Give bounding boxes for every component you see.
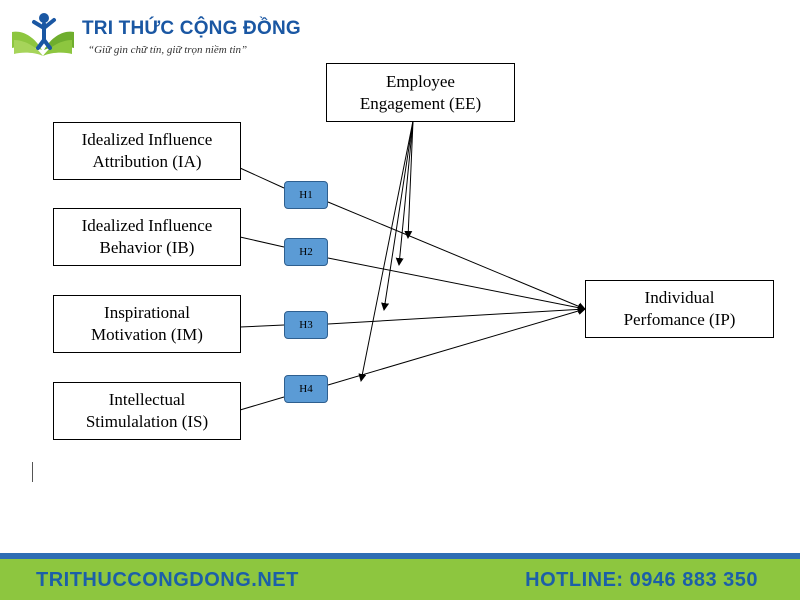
hypothesis-badge-h2: H2 [284,238,328,266]
moderation-arrow-h3 [381,120,414,311]
employee-engagement-label: Employee Engagement (EE) [359,71,482,113]
individual-performance-box: Individual Perfomance (IP) [585,280,774,338]
moderation-arrow-h2 [395,120,414,266]
brand-title: TRI THỨC CỘNG ĐỒNG [82,18,301,39]
path-h4-to-ip [327,307,586,386]
path-ib-to-h2 [239,236,285,248]
hypothesis-badge-h1: H1 [284,181,328,209]
brand-slogan: “Giữ gìn chữ tín, giữ trọn niềm tin” [88,44,248,56]
footer-bar: TRITHUCCONGDONG.NET HOTLINE: 0946 883 35… [0,559,800,600]
predictor-label-is: Intellectual Stimulalation (IS) [85,390,209,431]
path-is-to-h4 [239,396,285,411]
hypothesis-badge-h3: H3 [284,311,328,339]
predictor-box-ia: Idealized Influence Attribution (IA) [53,122,241,180]
brand-logo: TRI THỨC CỘNG ĐỒNG “Giữ gìn chữ tín, giữ… [8,10,301,62]
individual-performance-label: Individual Perfomance (IP) [623,288,736,329]
predictor-box-is: Intellectual Stimulalation (IS) [53,382,241,440]
footer-website-link[interactable]: TRITHUCCONGDONG.NET [36,569,299,591]
text-cursor [32,462,33,482]
path-h2-to-ip [327,257,586,312]
predictor-box-ib: Idealized Influence Behavior (IB) [53,208,241,266]
moderation-arrow-h1 [404,120,414,239]
path-ia-to-h1 [239,167,285,189]
moderation-arrow-h4 [358,120,414,382]
predictor-label-ib: Idealized Influence Behavior (IB) [81,216,213,257]
path-h1-to-ip [327,201,586,311]
predictor-box-im: Inspirational Motivation (IM) [53,295,241,353]
predictor-label-im: Inspirational Motivation (IM) [91,303,203,344]
footer-divider [0,553,800,559]
employee-engagement-box: Employee Engagement (EE) [326,63,515,122]
path-h3-to-ip [327,305,586,325]
predictor-label-ia: Idealized Influence Attribution (IA) [81,130,213,171]
path-im-to-h3 [239,324,285,328]
hypothesis-badge-h4: H4 [284,375,328,403]
book-person-logo-icon [12,13,74,56]
footer-hotline[interactable]: HOTLINE: 0946 883 350 [525,569,758,591]
